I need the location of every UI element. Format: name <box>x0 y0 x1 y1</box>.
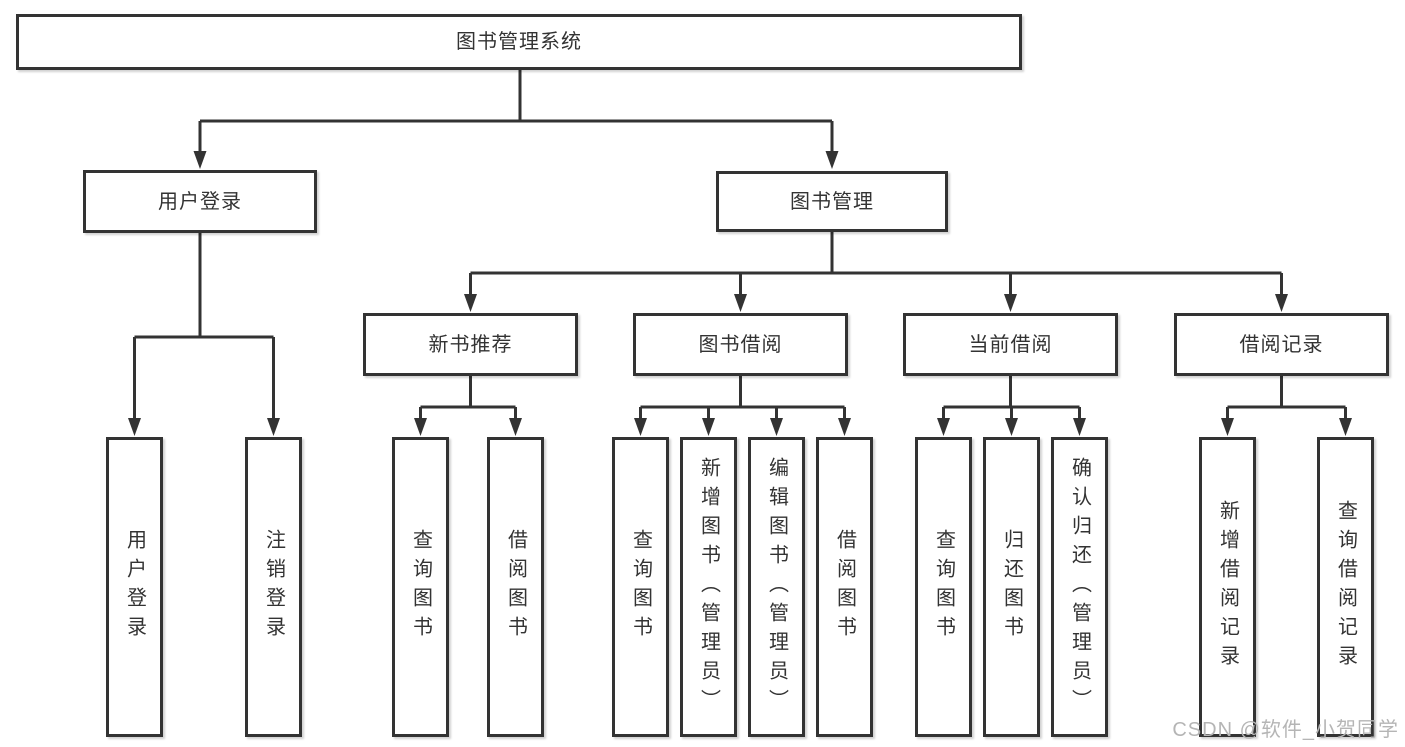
node-borrow-books-recommend: 借阅图书 <box>487 437 544 737</box>
node-user-login: 用户登录 <box>83 170 317 233</box>
node-query-books-recommend: 查询图书 <box>392 437 449 737</box>
watermark: CSDN @软件_小贺同学 <box>1172 719 1399 741</box>
node-book-management: 图书管理 <box>716 171 948 232</box>
node-edit-book-admin: 编辑图书（管理员） <box>748 437 805 737</box>
node-query-borrow-record: 查询借阅记录 <box>1317 437 1374 737</box>
node-return-books: 归还图书 <box>983 437 1040 737</box>
node-current-borrowing: 当前借阅 <box>903 313 1118 376</box>
node-book-management-system: 图书管理系统 <box>16 14 1022 70</box>
node-add-book-admin: 新增图书（管理员） <box>680 437 737 737</box>
node-query-books-current: 查询图书 <box>915 437 972 737</box>
node-query-books-borrowing: 查询图书 <box>612 437 669 737</box>
node-logout-action: 注销登录 <box>245 437 302 737</box>
node-borrowing-records: 借阅记录 <box>1174 313 1389 376</box>
node-borrow-books-borrowing: 借阅图书 <box>816 437 873 737</box>
node-user-login-action: 用户登录 <box>106 437 163 737</box>
node-book-borrowing: 图书借阅 <box>633 313 848 376</box>
node-confirm-return-admin: 确认归还（管理员） <box>1051 437 1108 737</box>
node-add-borrow-record: 新增借阅记录 <box>1199 437 1256 737</box>
node-new-book-recommendation: 新书推荐 <box>363 313 578 376</box>
